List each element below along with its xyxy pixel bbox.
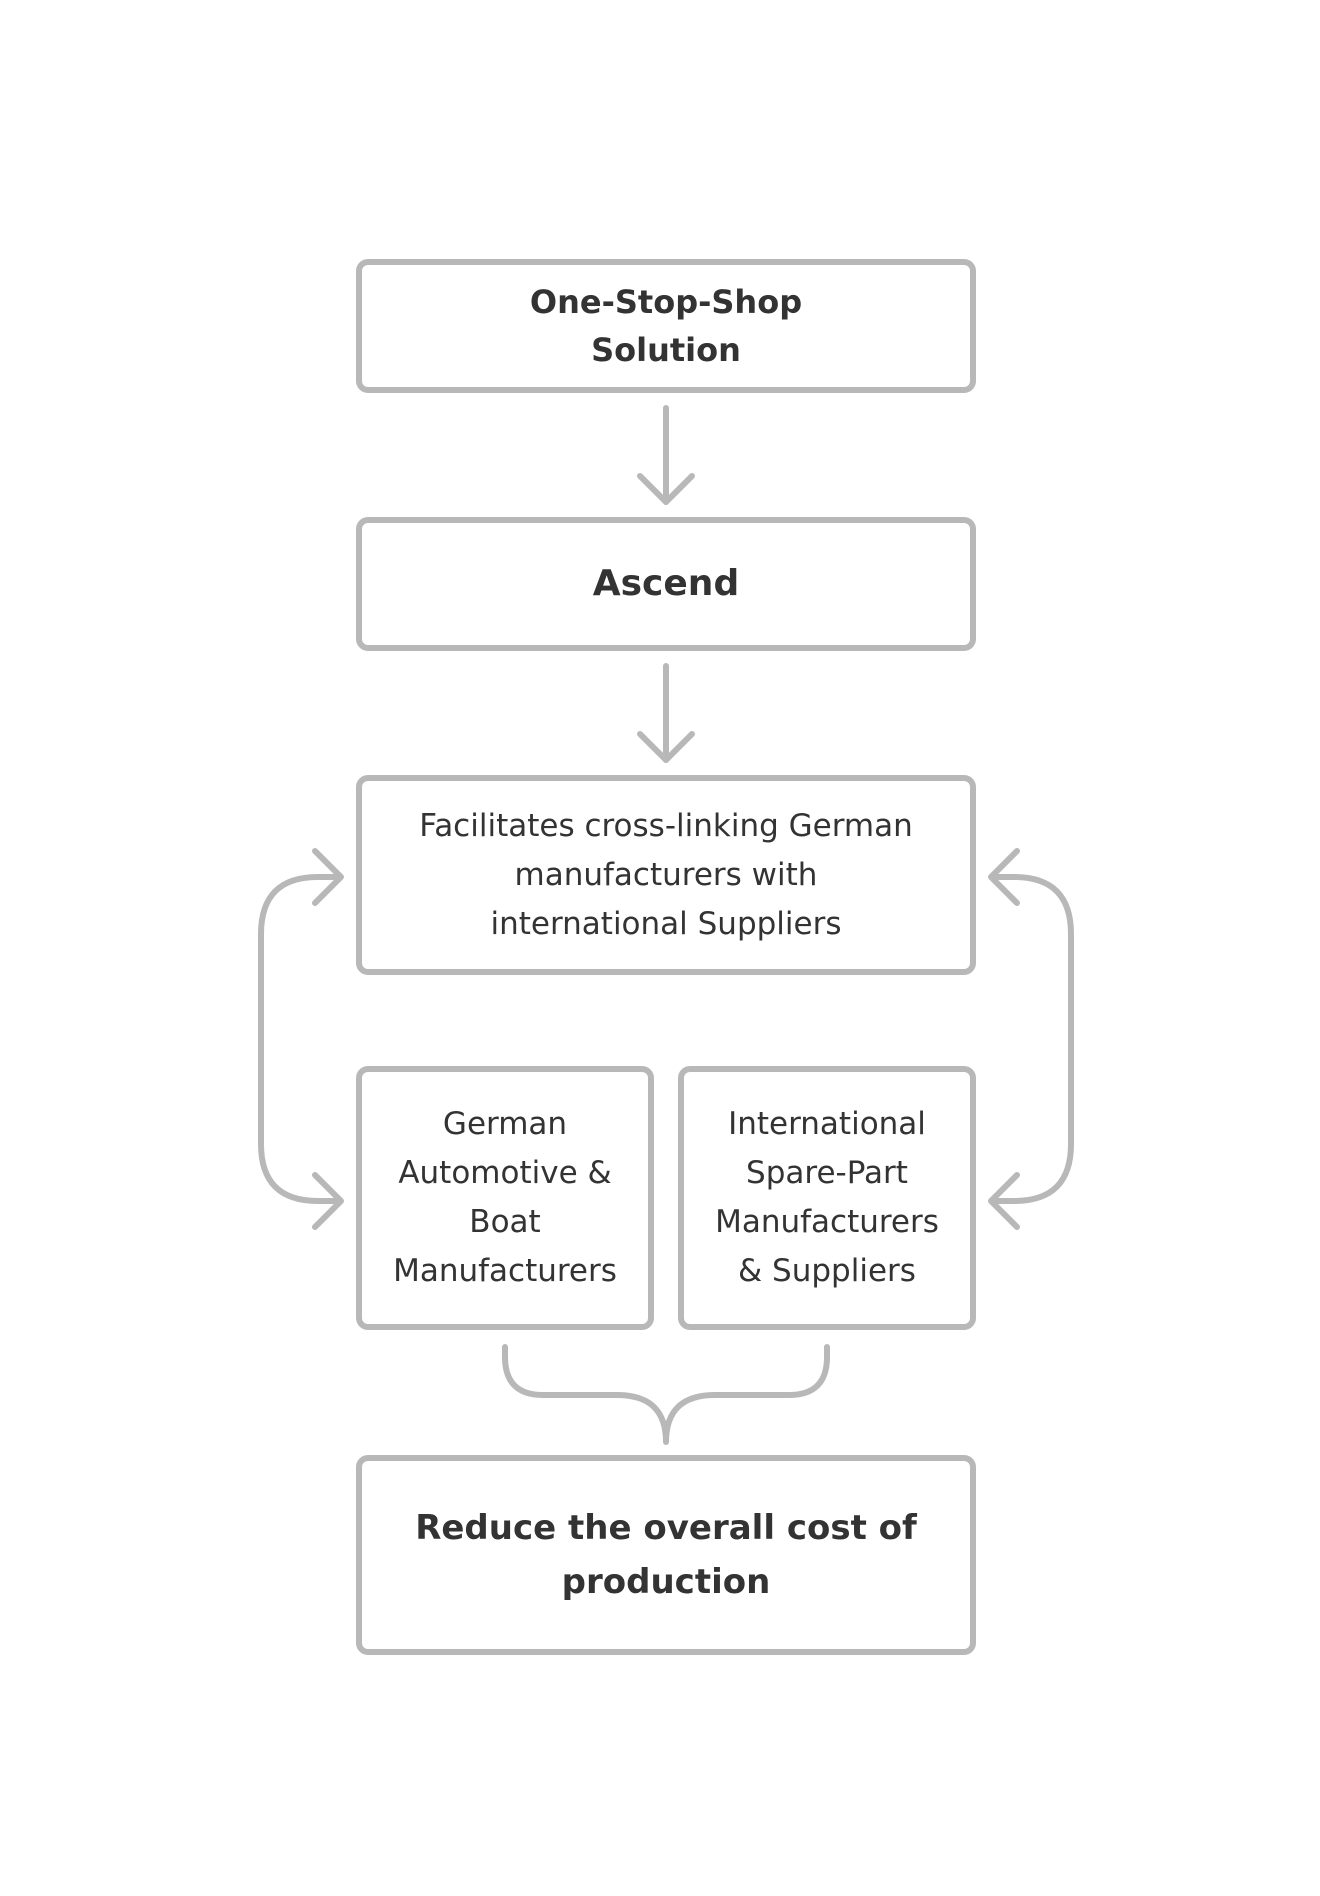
international-suppliers-label: International Spare-Part Manufacturers &… bbox=[715, 1106, 939, 1289]
left-bidirectional-arrow-line bbox=[258, 874, 343, 1204]
merge-brace bbox=[502, 1344, 830, 1445]
german-manufacturers-box: German Automotive & Boat Manufacturers bbox=[356, 1066, 654, 1330]
reduce-cost-box: Reduce the overall cost of production bbox=[356, 1455, 976, 1655]
arrow-ascend-to-facilitates-head bbox=[637, 731, 695, 763]
facilitates-label: Facilitates cross-linking German manufac… bbox=[419, 807, 913, 942]
right-bidirectional-arrow-line bbox=[989, 874, 1074, 1204]
ascend-box: Ascend bbox=[356, 517, 976, 651]
facilitates-box: Facilitates cross-linking German manufac… bbox=[356, 775, 976, 975]
international-suppliers-box: International Spare-Part Manufacturers &… bbox=[678, 1066, 976, 1330]
one-stop-shop-label: One-Stop-Shop Solution bbox=[529, 283, 803, 369]
right-bidirectional-arrow bbox=[988, 848, 1074, 1230]
right-bidirectional-arrow-top-head bbox=[988, 848, 1020, 906]
merge-brace-path bbox=[502, 1344, 830, 1445]
left-bidirectional-arrow-top-head bbox=[312, 848, 344, 906]
right-bidirectional-arrow-bottom-head bbox=[988, 1172, 1020, 1230]
arrow-ascend-to-facilitates bbox=[637, 663, 695, 763]
arrow-one-stop-shop-to-ascend-head bbox=[637, 473, 695, 505]
one-stop-shop-box: One-Stop-Shop Solution bbox=[356, 259, 976, 393]
left-bidirectional-arrow bbox=[258, 848, 344, 1230]
left-bidirectional-arrow-bottom-head bbox=[312, 1172, 344, 1230]
german-manufacturers-label: German Automotive & Boat Manufacturers bbox=[393, 1106, 617, 1289]
arrow-one-stop-shop-to-ascend bbox=[637, 405, 695, 505]
ascend-label: Ascend bbox=[592, 563, 740, 604]
reduce-cost-label: Reduce the overall cost of production bbox=[415, 1508, 917, 1602]
